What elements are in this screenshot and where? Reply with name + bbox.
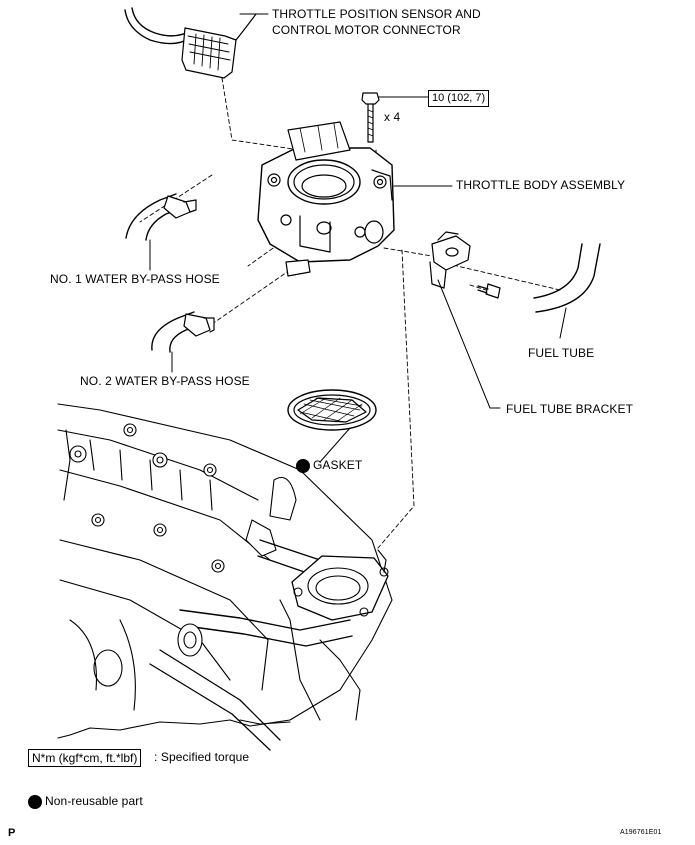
torque-spec-box: 10 (102, 7) <box>428 90 490 107</box>
page-letter: P <box>8 827 16 839</box>
bolt-quantity-label: x 4 <box>384 110 401 124</box>
bolt <box>361 92 380 143</box>
figure-id: A196761E01 <box>620 829 662 836</box>
gasket-label-text: GASKET <box>313 458 363 472</box>
tps-connector <box>124 7 257 79</box>
bracket-bolt <box>477 283 501 299</box>
fuel-tube-bracket <box>429 231 471 289</box>
legend-torque-desc: : Specified torque <box>154 750 250 764</box>
engine-block <box>57 403 393 751</box>
fuel-tube <box>533 243 601 313</box>
legend-nonreusable: Non-reusable part <box>28 794 143 809</box>
legend-torque-format-box: N*m (kgf*cm, ft.*lbf) <box>28 749 142 767</box>
fuel-tube-bracket-label: FUEL TUBE BRACKET <box>506 402 634 416</box>
water-bypass-hose-1 <box>125 193 197 241</box>
legend-nonreusable-text: Non-reusable part <box>45 794 143 808</box>
tps-connector-label-line2: CONTROL MOTOR CONNECTOR <box>272 23 461 37</box>
tps-connector-label-line1: THROTTLE POSITION SENSOR AND <box>272 7 481 21</box>
fuel-tube-label: FUEL TUBE <box>528 346 595 360</box>
water-hose-2-label: NO. 2 WATER BY-PASS HOSE <box>80 374 250 388</box>
water-bypass-hose-2 <box>151 311 215 353</box>
gasket-part <box>287 389 377 431</box>
non-reusable-dot-icon <box>296 458 310 473</box>
throttle-body-label: THROTTLE BODY ASSEMBLY <box>456 178 626 192</box>
water-hose-1-label: NO. 1 WATER BY-PASS HOSE <box>50 272 220 286</box>
non-reusable-legend-dot-icon <box>28 794 42 809</box>
gasket-label: GASKET <box>296 458 362 473</box>
throttle-body <box>257 121 395 277</box>
